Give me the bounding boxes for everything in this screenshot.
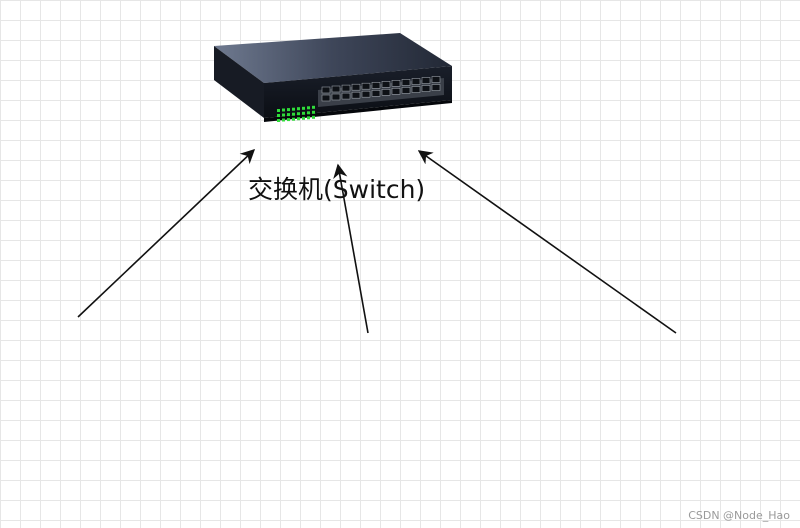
switch-led	[312, 105, 315, 109]
switch-led	[302, 106, 305, 110]
switch-port	[341, 84, 351, 92]
switch-led	[282, 108, 285, 112]
switch-side	[214, 46, 264, 118]
switch-led	[277, 119, 280, 122]
switch-port	[421, 85, 431, 92]
switch-ports	[321, 76, 441, 102]
arrow-middle-to-switch	[333, 163, 369, 334]
switch-port	[411, 78, 421, 85]
switch-led	[297, 107, 300, 111]
switch-led	[282, 118, 285, 122]
switch-port	[431, 84, 441, 91]
network-switch	[214, 33, 452, 122]
switch-led	[292, 112, 295, 116]
switch-port	[341, 92, 351, 100]
switch-led	[287, 118, 290, 122]
switch-led	[277, 114, 280, 117]
switch-port	[391, 88, 401, 95]
arrow-left-to-switch	[77, 149, 256, 318]
switch-leds	[277, 105, 315, 122]
switch-led	[307, 116, 310, 120]
switch-port	[421, 77, 431, 84]
switch-port	[371, 90, 381, 97]
switch-led	[292, 117, 295, 121]
switch-led	[297, 117, 300, 121]
switch-port	[321, 94, 331, 102]
switch-led	[312, 115, 315, 119]
watermark: CSDN @Node_Hao	[688, 509, 790, 522]
switch-port	[361, 82, 371, 90]
switch-led	[287, 108, 290, 112]
switch-port	[331, 85, 341, 93]
switch-port	[431, 76, 441, 83]
switch-led	[277, 109, 280, 112]
switch-led	[302, 116, 305, 120]
switch-port	[361, 90, 371, 98]
switch-port	[331, 93, 341, 101]
switch-label: 交换机(Switch)	[248, 175, 426, 204]
switch-port	[351, 91, 361, 99]
switch-led	[297, 112, 300, 116]
switch-port	[401, 87, 411, 94]
switch-port	[371, 82, 381, 89]
switch-port	[401, 79, 411, 86]
switch-port	[351, 83, 361, 91]
switch-port	[391, 80, 401, 87]
switch-led	[307, 111, 310, 115]
switch-front-edge	[264, 100, 452, 122]
switch-port	[411, 86, 421, 93]
switch-led	[292, 107, 295, 111]
switch-port	[381, 89, 391, 96]
switch-top	[214, 33, 452, 83]
switch-led	[287, 113, 290, 117]
switch-led	[302, 111, 305, 115]
switch-led	[312, 110, 315, 114]
switch-port	[381, 81, 391, 88]
switch-led	[282, 113, 285, 117]
switch-port-panel	[318, 78, 444, 107]
switch-port	[321, 86, 331, 94]
arrow-right-to-switch	[417, 150, 677, 334]
switch-led	[307, 106, 310, 110]
